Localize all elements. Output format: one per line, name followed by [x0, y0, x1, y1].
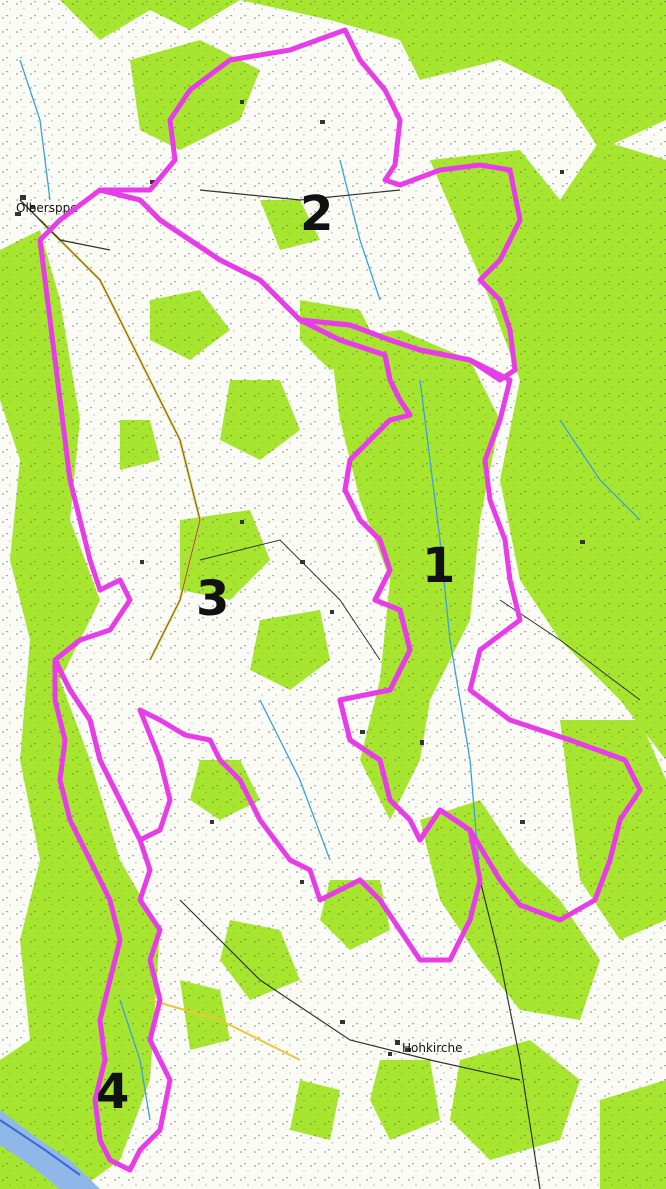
- area-3-boundary: [37, 187, 483, 963]
- area-label-2: 2: [300, 186, 333, 242]
- area-label-4: 4: [96, 1064, 129, 1120]
- place-label-hohkirche: Hohkirche: [402, 1041, 463, 1055]
- roads: [19, 189, 641, 1189]
- river: [0, 1110, 100, 1189]
- area-label-3: 3: [196, 571, 229, 627]
- place-label-olbersppe: Olbersppe: [16, 201, 78, 215]
- area-label-1: 1: [422, 538, 455, 594]
- area-4-boundary: [52, 657, 173, 1173]
- streams: [19, 59, 641, 1121]
- settlements: [15, 100, 585, 1056]
- area-boundaries: [37, 27, 643, 1173]
